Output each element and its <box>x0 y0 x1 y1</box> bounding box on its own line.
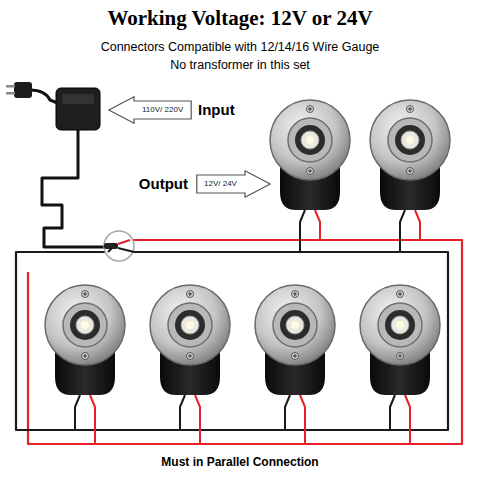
arrow-box: 110V/ 220VInput <box>108 96 192 124</box>
inground-lamps <box>45 100 450 395</box>
arrow-shape <box>109 97 191 123</box>
arrow-box: Output12V/ 24V <box>196 170 271 198</box>
wire-connector <box>104 231 134 261</box>
arrow-heading: Input <box>198 101 235 119</box>
arrow-shape <box>197 171 270 197</box>
diagram-caption: Must in Parallel Connection <box>0 454 480 470</box>
voltage-label: 110V/ 220V <box>142 105 183 115</box>
note-text: No transformer in this set <box>0 57 480 73</box>
bus-wires <box>16 240 462 444</box>
diagram-title: Working Voltage: 12V or 24V <box>0 5 480 31</box>
note-text: Connectors Compatible with 12/14/16 Wire… <box>0 39 480 55</box>
power-adapter <box>6 82 104 247</box>
voltage-label: 12V/ 24V <box>204 179 237 189</box>
arrow-heading: Output <box>139 175 188 193</box>
